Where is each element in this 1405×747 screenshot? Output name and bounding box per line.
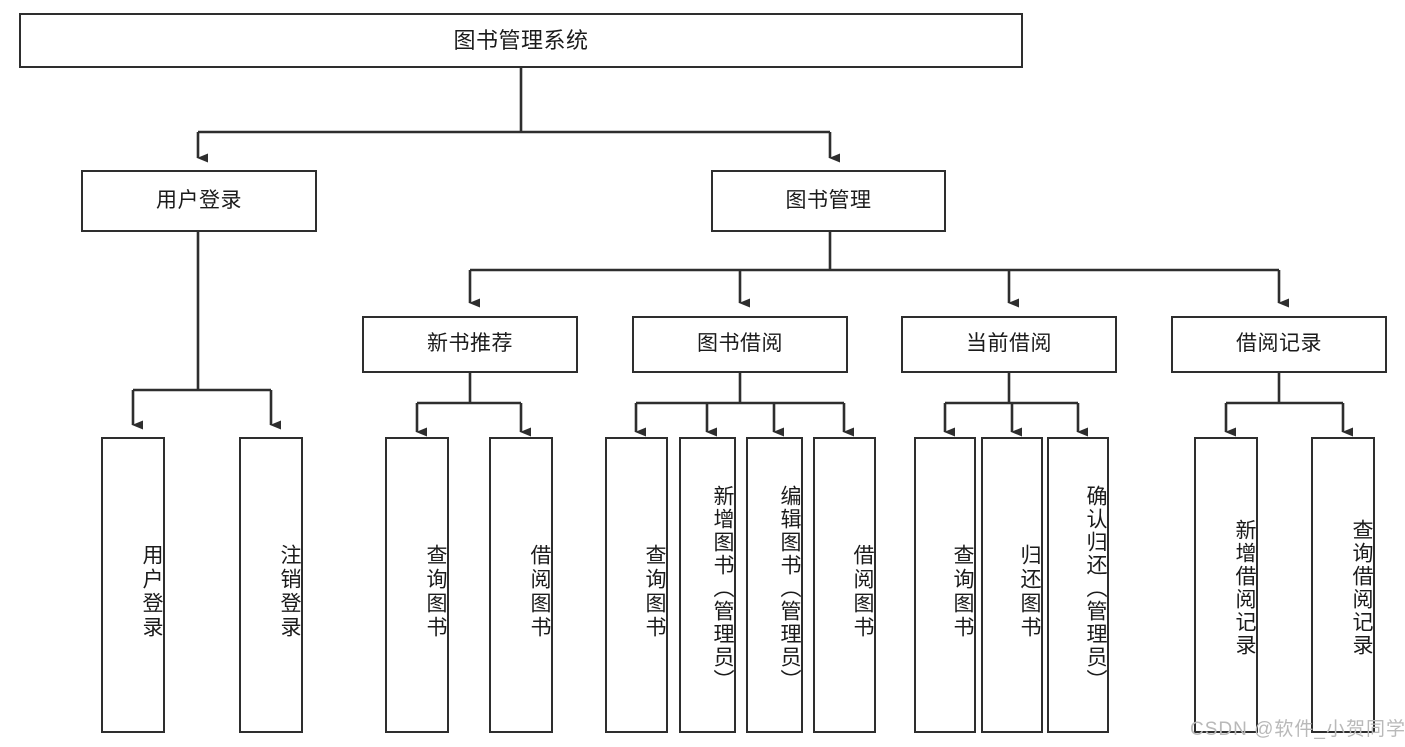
leaf-edit-book-admin[interactable]: 编辑图书（管理员） — [746, 437, 803, 733]
leaf-query-book-current[interactable]: 查询图书 — [914, 437, 976, 733]
leaf-logout-login[interactable]: 注销登录 — [239, 437, 303, 733]
node-book-management[interactable]: 图书管理 — [711, 170, 946, 232]
leaf-user-login[interactable]: 用户登录 — [101, 437, 165, 733]
leaf-borrow-book-new-rec[interactable]: 借阅图书 — [489, 437, 553, 733]
leaf-add-borrow-record[interactable]: 新增借阅记录 — [1194, 437, 1258, 733]
node-current-borrowing[interactable]: 当前借阅 — [901, 316, 1117, 373]
node-new-book-recommendation[interactable]: 新书推荐 — [362, 316, 578, 373]
leaf-query-book-borrow[interactable]: 查询图书 — [605, 437, 668, 733]
leaf-return-book[interactable]: 归还图书 — [981, 437, 1043, 733]
leaf-query-book-new-rec[interactable]: 查询图书 — [385, 437, 449, 733]
node-user-login[interactable]: 用户登录 — [81, 170, 317, 232]
node-book-borrowing[interactable]: 图书借阅 — [632, 316, 848, 373]
leaf-query-borrow-record[interactable]: 查询借阅记录 — [1311, 437, 1375, 733]
node-root-book-management-system[interactable]: 图书管理系统 — [19, 13, 1023, 68]
node-borrowing-record[interactable]: 借阅记录 — [1171, 316, 1387, 373]
leaf-borrow-book-borrow[interactable]: 借阅图书 — [813, 437, 876, 733]
csdn-watermark: CSDN @软件_小贺同学 — [1190, 719, 1405, 740]
leaf-add-book-admin[interactable]: 新增图书（管理员） — [679, 437, 736, 733]
leaf-confirm-return-admin[interactable]: 确认归还（管理员） — [1047, 437, 1109, 733]
